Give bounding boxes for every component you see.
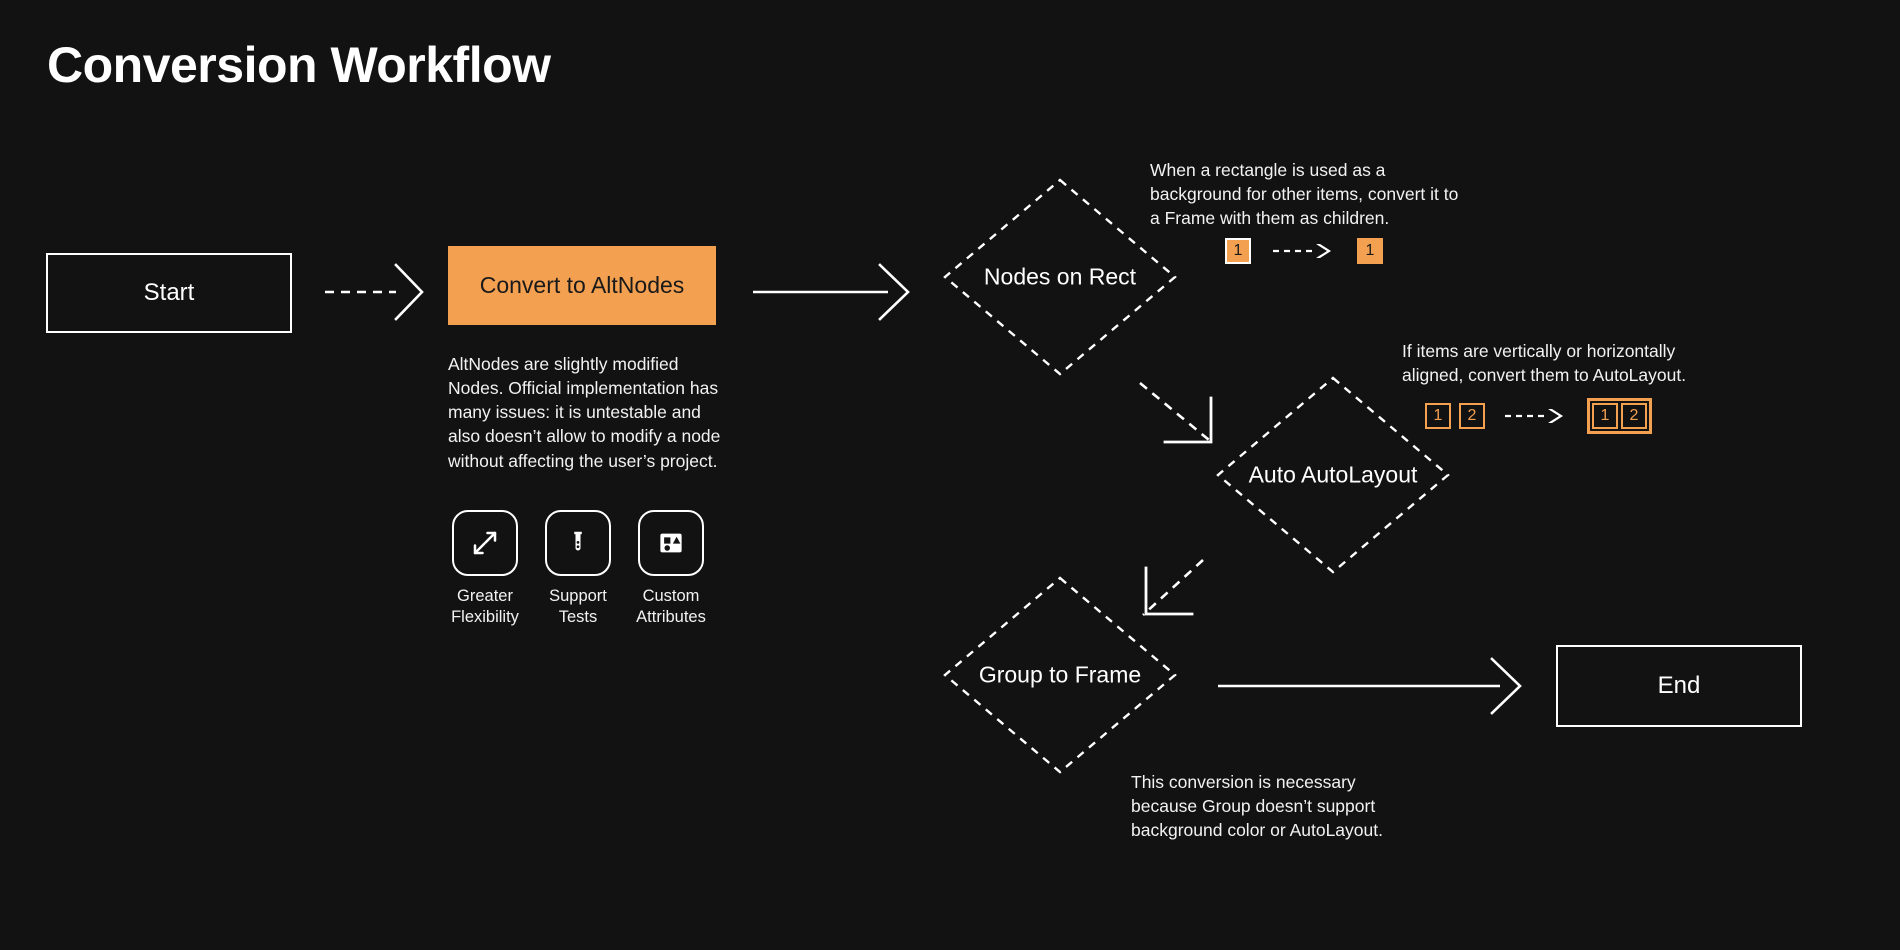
connector-group-to-frame-to-end	[1218, 657, 1522, 715]
convert-description: AltNodes are slightly modified Nodes. Of…	[448, 354, 721, 471]
badge-after: 1	[1592, 403, 1618, 429]
badge-before: 2	[1459, 403, 1485, 429]
node-start[interactable]: Start	[46, 253, 292, 333]
node-auto-autolayout-label: Auto AutoLayout	[1248, 461, 1418, 488]
node-end[interactable]: End	[1556, 645, 1802, 727]
node-convert-to-altnodes[interactable]: Convert to AltNodes	[448, 246, 716, 325]
badge-row-nodes-on-rect: 1 1	[1225, 238, 1383, 264]
node-group-to-frame[interactable]: Group to Frame	[942, 575, 1178, 775]
badge-row-auto-autolayout: 1 2 1 2	[1425, 398, 1652, 434]
node-auto-autolayout[interactable]: Auto AutoLayout	[1215, 375, 1451, 575]
connector-convert-to-nodes-on-rect	[753, 263, 910, 321]
feature-label: Custom Attributes	[636, 587, 706, 626]
page-title: Conversion Workflow	[47, 37, 551, 93]
diamond-outline	[943, 576, 1177, 774]
expand-arrows-icon	[452, 510, 518, 576]
feature-label: Support Tests	[549, 587, 607, 626]
connector-nodes-on-rect-to-auto-autolayout	[1139, 381, 1213, 444]
shapes-in-frame-icon	[638, 510, 704, 576]
badge-group-frame: 1 2	[1587, 398, 1652, 434]
annotation-auto-autolayout: If items are vertically or horizontally …	[1402, 341, 1687, 386]
feature-greater-flexibility: Greater Flexibility	[451, 510, 519, 627]
feature-label: Greater Flexibility	[451, 587, 519, 626]
node-start-label: Start	[143, 279, 195, 306]
diamond-outline	[1216, 376, 1450, 574]
feature-custom-attributes: Custom Attributes	[636, 510, 706, 627]
badge-before: 1	[1225, 238, 1251, 264]
node-group-to-frame-label: Group to Frame	[978, 661, 1142, 688]
node-convert-label: Convert to AltNodes	[479, 272, 685, 298]
badge-after: 1	[1357, 238, 1383, 264]
node-end-label: End	[1657, 672, 1701, 699]
node-nodes-on-rect-label: Nodes on Rect	[983, 263, 1137, 290]
annotation-group-to-frame: This conversion is necessary because Gro…	[1131, 772, 1383, 841]
diamond-outline	[943, 178, 1177, 376]
connector-start-to-convert	[325, 263, 424, 321]
feature-support-tests: Support Tests	[545, 510, 611, 627]
badge-transition-arrow	[1505, 407, 1567, 425]
annotation-nodes-on-rect: When a rectangle is used as a background…	[1150, 160, 1459, 229]
feature-list: Greater Flexibility Support Tests	[451, 510, 706, 627]
badge-after: 2	[1621, 403, 1647, 429]
node-nodes-on-rect[interactable]: Nodes on Rect	[942, 177, 1178, 377]
badge-before: 1	[1425, 403, 1451, 429]
test-tube-icon	[545, 510, 611, 576]
badge-transition-arrow	[1273, 242, 1335, 260]
